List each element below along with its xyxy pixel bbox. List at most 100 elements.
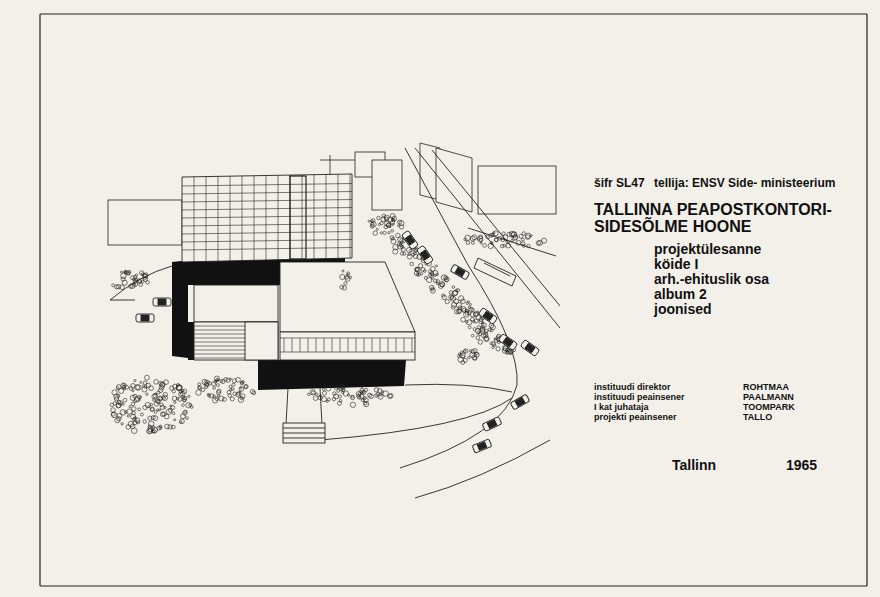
illustration-circle (143, 405, 147, 409)
illustration-circle (236, 377, 241, 382)
illustration-circle (186, 417, 189, 420)
illustration-g (153, 298, 171, 306)
illustration-circle (126, 425, 131, 430)
illustration-circle (490, 329, 493, 332)
illustration-circle (142, 387, 147, 392)
illustration-circle (307, 393, 310, 396)
sheet-label: instituudi direktor (594, 383, 671, 392)
illustration-circle (349, 276, 352, 279)
illustration-circle (477, 311, 479, 313)
illustration-rect (478, 166, 556, 214)
illustration-circle (143, 381, 147, 385)
illustration-circle (196, 390, 202, 396)
illustration-circle (240, 381, 243, 384)
illustration-rect (280, 332, 415, 360)
tram (474, 258, 516, 286)
illustration-circle (140, 413, 143, 416)
illustration-line (412, 338, 413, 352)
illustration-line (254, 176, 255, 261)
illustration-circle (133, 276, 137, 280)
illustration-rect (372, 160, 402, 210)
illustration-circle (114, 394, 119, 399)
illustration-circle (313, 396, 318, 401)
illustration-circle (132, 411, 135, 414)
illustration-circle (244, 384, 248, 388)
illustration-circle (157, 409, 159, 411)
illustration-circle (122, 280, 127, 285)
illustration-circle (332, 397, 335, 400)
illustration-circle (477, 236, 482, 241)
illustration-circle (326, 386, 331, 391)
illustration-path (110, 266, 172, 300)
illustration-circle (476, 336, 480, 340)
illustration-line (194, 358, 245, 359)
illustration-circle (121, 273, 126, 278)
sheet-label: arh.-ehituslik osa (654, 272, 769, 287)
illustration-circle (174, 401, 176, 403)
illustration-circle (239, 387, 244, 392)
illustration-circle (129, 405, 131, 407)
illustration-circle (123, 398, 127, 402)
illustration-circle (452, 286, 455, 289)
illustration-circle (501, 238, 505, 242)
illustration-circle (125, 411, 128, 414)
illustration-circle (213, 387, 216, 390)
sheet-title: TALLINNA PEAPOSTKONTORI- SIDESÕLME HOONE (594, 202, 869, 236)
illustration-line (350, 174, 351, 258)
sheet-label: instituudi peainsener (594, 393, 685, 402)
illustration-circle (150, 408, 154, 412)
illustration-circle (127, 409, 132, 414)
sheet-label: köide I (654, 257, 698, 272)
illustration-circle (494, 238, 498, 242)
illustration-circle (322, 391, 326, 395)
illustration-g (482, 417, 502, 432)
illustration-circle (198, 386, 201, 389)
illustration-line (380, 338, 381, 352)
illustration-circle (202, 379, 207, 384)
illustration-circle (484, 329, 488, 333)
illustration-line (484, 263, 510, 276)
illustration-circle (361, 385, 363, 387)
illustration-circle (340, 285, 344, 289)
illustration-circle (410, 262, 414, 266)
illustration-line (314, 175, 315, 259)
illustration-circle (208, 382, 212, 386)
illustration-line (338, 174, 339, 258)
illustration-circle (417, 273, 420, 276)
illustration-line (308, 338, 309, 352)
illustration-line (324, 338, 325, 352)
illustration-circle (146, 383, 150, 387)
illustration-circle (139, 283, 143, 287)
illustration-circle (154, 380, 159, 385)
illustration-circle (400, 238, 404, 242)
podium (194, 262, 415, 360)
illustration-circle (467, 320, 472, 325)
illustration-circle (362, 391, 366, 395)
illustration-circle (469, 307, 473, 311)
illustration-circle (397, 225, 399, 227)
illustration-rect (483, 311, 493, 321)
illustration-circle (155, 393, 157, 395)
illustration-circle (217, 395, 219, 397)
illustration-rect (472, 439, 492, 453)
illustration-circle (182, 404, 185, 407)
illustration-circle (356, 391, 361, 396)
illustration-line (194, 326, 245, 327)
illustration-line (283, 433, 325, 434)
illustration-circle (159, 426, 162, 429)
illustration-rect (153, 298, 171, 306)
illustration-circle (363, 398, 368, 403)
illustration-circle (393, 245, 398, 250)
stairs (283, 423, 325, 443)
illustration-line (40, 13, 867, 14)
illustration-circle (337, 389, 340, 392)
illustration-polygon (436, 148, 472, 212)
illustration-circle (342, 270, 344, 272)
illustration-circle (177, 384, 180, 387)
illustration-line (194, 338, 245, 339)
illustration-circle (228, 394, 232, 398)
illustration-rect (482, 417, 502, 432)
illustration-circle (536, 241, 540, 245)
illustration-circle (140, 271, 144, 275)
illustration-circle (134, 379, 136, 381)
